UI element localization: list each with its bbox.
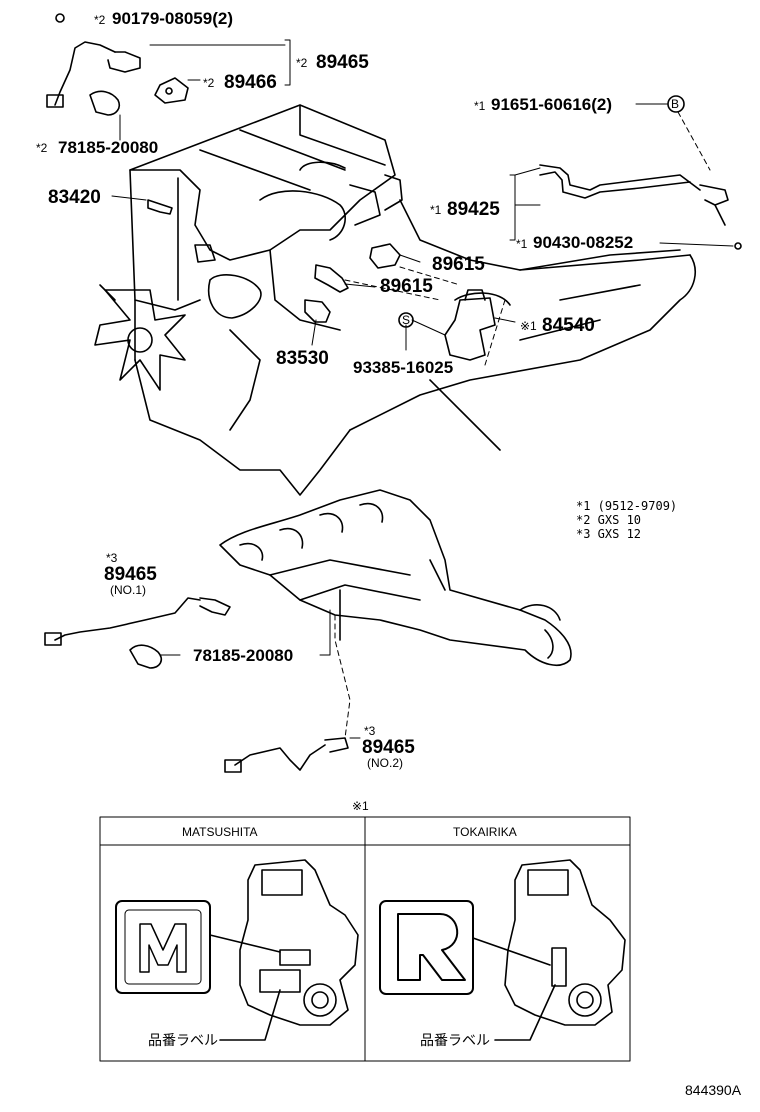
note-3: *3 GXS 12 xyxy=(576,527,641,541)
part-89615-b: 89615 xyxy=(380,276,433,297)
note-2: *2 GXS 10 xyxy=(576,513,641,527)
matsushita-logo xyxy=(115,900,211,994)
label-no1: (NO.1) xyxy=(110,583,146,597)
tokairika-logo xyxy=(379,900,474,995)
variant-table xyxy=(99,816,631,1062)
part-89465-no2: 89465 xyxy=(362,737,415,758)
sensors-drawing xyxy=(147,164,742,361)
mark-star3-a: *3 xyxy=(106,551,118,565)
part-89425: 89425 xyxy=(447,199,500,220)
mark-star1-c: *1 xyxy=(516,237,528,251)
circle-b-label: B xyxy=(671,97,679,111)
part-89615-a: 89615 xyxy=(432,254,485,275)
part-84540: 84540 xyxy=(542,315,595,336)
oxygen-sensor-top-drawing xyxy=(46,13,189,116)
part-label-matsushita: 品番ラベル xyxy=(148,1032,218,1048)
part-90430: 90430-08252 xyxy=(533,233,633,252)
leader-lines xyxy=(111,39,734,739)
circle-b-marker xyxy=(667,95,685,113)
circle-s-marker xyxy=(398,312,414,328)
reference-code: 844390A xyxy=(685,1082,742,1098)
part-89465-no1: 89465 xyxy=(104,564,157,585)
part-93385: 93385-16025 xyxy=(353,358,453,377)
part-89465-top: 89465 xyxy=(316,52,369,73)
oxygen-sensors-lower-drawing xyxy=(44,597,349,773)
circle-s-label: S xyxy=(402,313,410,327)
engine-drawing xyxy=(94,104,696,496)
mark-star2-b: *2 xyxy=(296,56,308,70)
mark-star2-d: *2 xyxy=(36,141,48,155)
mark-star2-c: *2 xyxy=(203,76,215,90)
table-col-tokairika: TOKAIRIKA xyxy=(453,825,517,839)
mark-star1-b: *1 xyxy=(430,203,442,217)
mark-ref1-a: ※1 xyxy=(520,319,537,333)
part-label-tokairika: 品番ラベル xyxy=(420,1032,490,1048)
labels: *2 90179-08059(2) *2 89465 *2 89466 *2 7… xyxy=(36,9,742,1098)
part-78185-bottom: 78185-20080 xyxy=(193,646,293,665)
note-1: *1 (9512-9709) xyxy=(576,499,677,513)
mark-star1-a: *1 xyxy=(474,99,486,113)
mark-star3-b: *3 xyxy=(364,724,376,738)
exhaust-manifold-drawing xyxy=(219,489,572,666)
table-title: ※1 xyxy=(352,799,369,813)
part-90179: 90179-08059(2) xyxy=(112,9,233,28)
part-83420: 83420 xyxy=(48,187,101,208)
part-78185-top: 78185-20080 xyxy=(58,138,158,157)
mark-star2-a: *2 xyxy=(94,13,106,27)
switch-drawing-tokairika xyxy=(472,859,626,1041)
part-89466: 89466 xyxy=(224,72,277,93)
part-91651: 91651-60616(2) xyxy=(491,95,612,114)
switch-drawing-matsushita xyxy=(209,859,359,1041)
part-83530: 83530 xyxy=(276,348,329,369)
label-no2: (NO.2) xyxy=(367,756,403,770)
table-col-matsushita: MATSUSHITA xyxy=(182,825,258,839)
